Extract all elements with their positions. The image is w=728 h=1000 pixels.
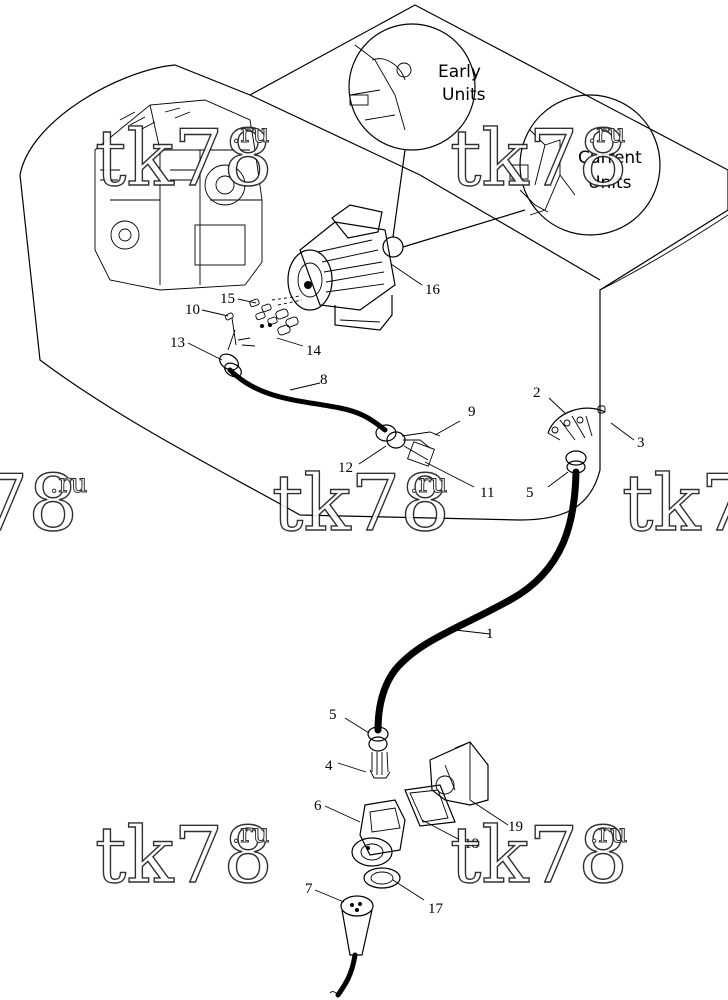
watermark-mid-center: tk78 .ru (271, 458, 450, 549)
inset-current-leader (402, 209, 526, 248)
svg-text:tk78: tk78 (272, 459, 450, 549)
svg-text:.ru: .ru (232, 119, 269, 149)
svg-text:tk78: tk78 (95, 114, 273, 204)
inset-current-units: Current Units (402, 94, 661, 248)
callout-3: 3 (637, 435, 645, 451)
svg-text:tk78: tk78 (450, 811, 628, 901)
callout-5-upper: 5 (526, 485, 534, 501)
svg-text:.ru: .ru (590, 819, 627, 849)
callout-15: 15 (220, 291, 235, 307)
engine-block (94, 99, 263, 291)
callout-18: 18 (464, 836, 479, 852)
svg-text:.ru: .ru (588, 119, 625, 149)
callout-16: 16 (425, 282, 441, 298)
callout-13: 13 (170, 335, 185, 351)
inset-early-label-1: Early (438, 62, 481, 82)
callout-10: 10 (185, 302, 200, 318)
callout-4: 4 (325, 758, 333, 774)
watermark-bottom-right: tk78 .ru (449, 810, 628, 901)
inset-current-label-1: Current (578, 148, 642, 168)
callout-12: 12 (338, 460, 353, 476)
watermarks: tk78 .ru tk78 .ru tk78 .ru tk78 .ru tk78… (0, 113, 728, 901)
callout-1: 1 (486, 626, 494, 642)
terminal-pieces (249, 295, 303, 336)
lower-assembly (329, 726, 489, 998)
callout-11: 11 (480, 485, 494, 501)
callout-19: 19 (508, 819, 523, 835)
callout-5-lower: 5 (329, 707, 337, 723)
callout-17: 17 (428, 901, 444, 917)
watermark-mid-right: tk78 (621, 458, 728, 549)
callout-6: 6 (314, 798, 322, 814)
watermark-top-right: tk78 .ru (449, 113, 628, 204)
inset-early-label-2: Units (442, 85, 486, 105)
callouts: 1 2 3 4 5 5 6 7 8 9 10 11 12 13 14 15 16… (170, 282, 645, 917)
chassis-outline (19, 4, 728, 521)
watermark-bottom-left: tk78 .ru (94, 810, 273, 901)
connector-plate (547, 405, 606, 474)
inset-early-units: Early Units (348, 23, 486, 238)
svg-text:tk78: tk78 (95, 811, 273, 901)
callout-8: 8 (320, 372, 328, 388)
svg-text:.ru: .ru (410, 469, 447, 499)
motor-cable (219, 312, 441, 467)
callout-7: 7 (305, 881, 313, 897)
callout-leaders (187, 263, 635, 903)
inset-early-leader (392, 149, 406, 238)
svg-text:tk78: tk78 (0, 459, 78, 549)
electric-motor (287, 204, 404, 331)
inset-current-label-2: Units (588, 173, 632, 193)
svg-text:.ru: .ru (50, 469, 87, 499)
callout-2: 2 (533, 385, 541, 401)
svg-text:tk78: tk78 (622, 459, 728, 549)
watermark-mid-left: tk78 .ru (0, 458, 88, 549)
svg-text:tk78: tk78 (450, 114, 628, 204)
watermark-top-left: tk78 .ru (94, 113, 273, 204)
callout-9: 9 (468, 404, 476, 420)
callout-14: 14 (306, 343, 322, 359)
svg-text:.ru: .ru (232, 819, 269, 849)
main-cable (374, 468, 580, 734)
